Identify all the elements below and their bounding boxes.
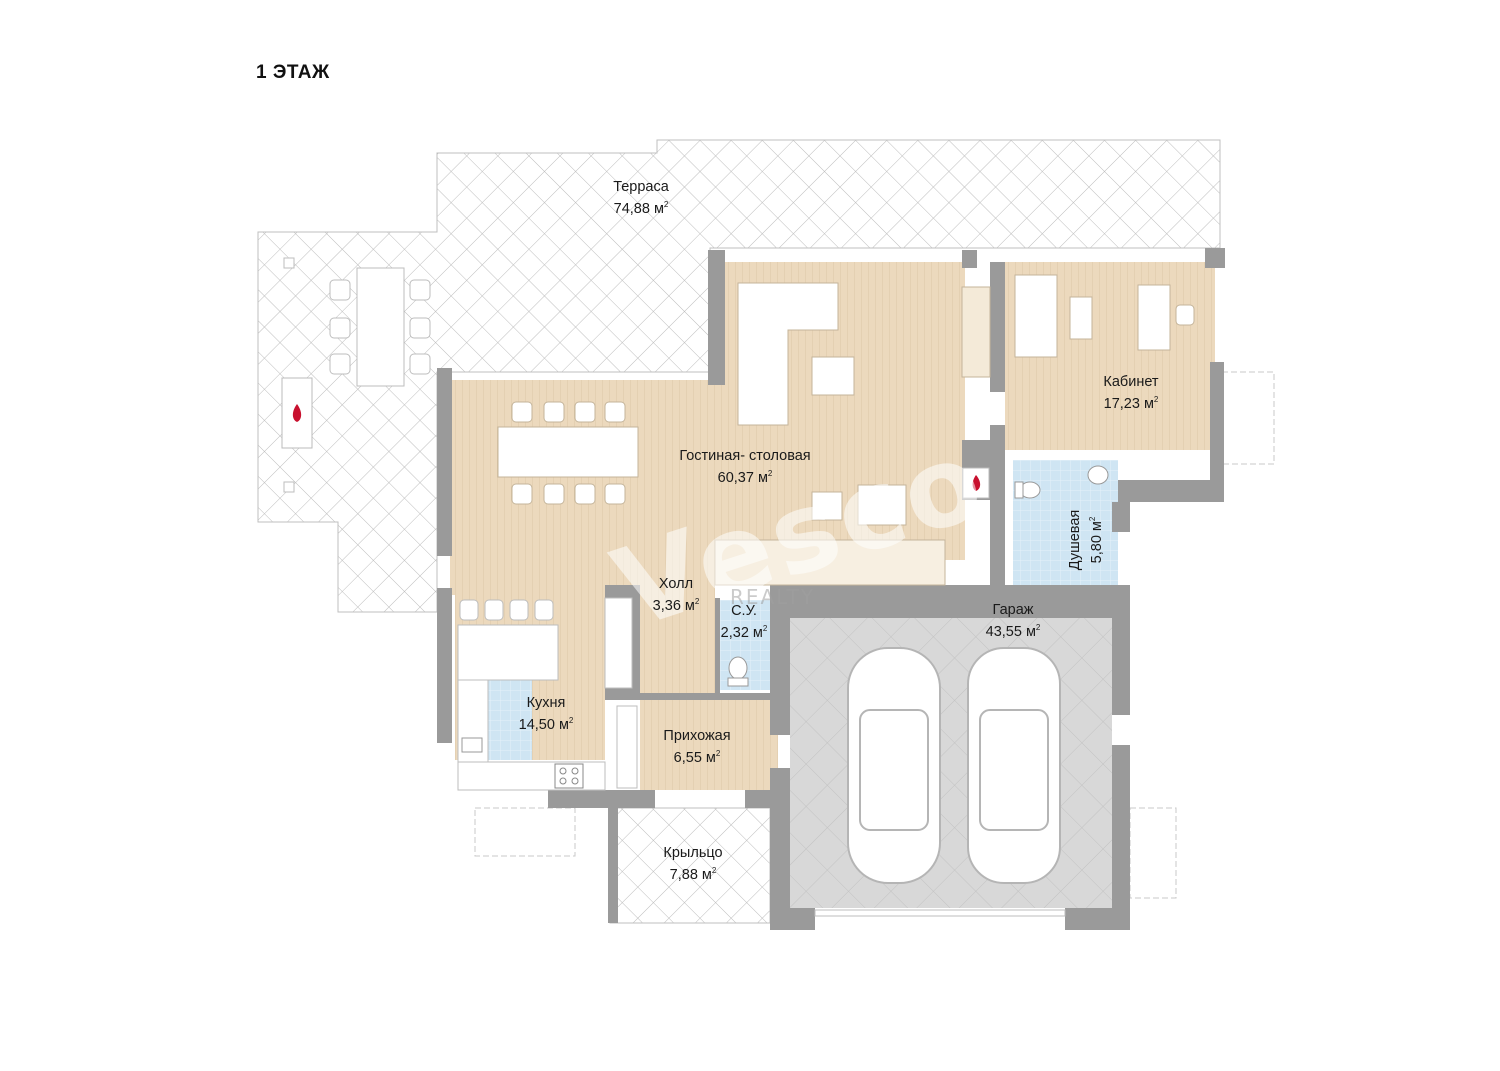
sink-icon (1087, 465, 1109, 485)
room-label-wc: С.У. 2,32 м2 (721, 602, 768, 642)
room-name: Крыльцо (663, 845, 723, 861)
room-label-shower: Душевая 5,80 м2 (1066, 510, 1106, 571)
car-icon (967, 647, 1061, 884)
kitchen-furniture (457, 599, 606, 791)
living-furniture (497, 282, 991, 586)
room-label-living: Гостиная- столовая 60,37 м2 (679, 447, 810, 487)
room-area: 74,88 м (613, 201, 664, 217)
room-name: Холл (658, 576, 694, 592)
watermark-sub: REALTY (730, 585, 816, 609)
room-area: 3,36 м (652, 598, 695, 614)
room-area: 2,32 м (720, 625, 763, 641)
fireplace-icon (281, 377, 313, 449)
room-name: Кабинет (1103, 374, 1159, 390)
room-label-porch: Крыльцо 7,88 м2 (663, 844, 722, 884)
room-label-garage: Гараж 43,55 м2 (986, 601, 1041, 641)
room-area: 14,50 м (518, 717, 569, 733)
room-name: Кухня (526, 695, 566, 711)
area-unit-sup: 2 (663, 200, 669, 209)
area-unit-sup: 2 (1088, 516, 1097, 522)
room-label-hall: Холл 3,36 м2 (653, 575, 700, 615)
area-unit-sup: 2 (715, 749, 721, 758)
fireplace-icon (962, 467, 990, 499)
floor-title: 1 ЭТАЖ (256, 62, 330, 83)
area-unit-sup: 2 (767, 469, 773, 478)
room-name: Душевая (1067, 509, 1083, 571)
hall-floor (640, 585, 715, 693)
garage-floor (790, 618, 1112, 908)
room-name: Гараж (992, 602, 1034, 618)
porch-area (609, 807, 771, 924)
room-area: 43,55 м (985, 624, 1036, 640)
room-name: Гостиная- столовая (679, 448, 811, 464)
wardrobe (604, 597, 638, 789)
garage-gate (814, 909, 1066, 917)
room-label-entrance: Прихожая 6,55 м2 (663, 727, 730, 767)
stove-icon (554, 763, 584, 789)
entrance-floor (640, 700, 778, 790)
car-icon (847, 647, 941, 884)
room-area: 5,80 м (1089, 521, 1105, 564)
area-unit-sup: 2 (568, 716, 574, 725)
room-area: 7,88 м (669, 867, 712, 883)
area-unit-sup: 2 (694, 597, 700, 606)
room-area: 17,23 м (1103, 396, 1154, 412)
toilet-icon (1014, 481, 1041, 499)
area-unit-sup: 2 (1035, 623, 1041, 632)
room-name: С.У. (731, 603, 757, 619)
room-label-terrace: Терраса 74,88 м2 (613, 178, 669, 218)
room-label-office: Кабинет 17,23 м2 (1103, 373, 1158, 413)
area-unit-sup: 2 (711, 866, 717, 875)
toilet-icon (727, 656, 749, 687)
room-name: Прихожая (663, 728, 731, 744)
area-unit-sup: 2 (1153, 395, 1159, 404)
sink-icon (461, 737, 483, 753)
office-furniture (1014, 274, 1195, 358)
room-area: 60,37 м (717, 470, 768, 486)
terrace-dining-table (283, 257, 431, 493)
room-name: Терраса (613, 179, 669, 195)
room-label-kitchen: Кухня 14,50 м2 (519, 694, 574, 734)
kitchen-tile (487, 680, 532, 760)
area-unit-sup: 2 (762, 624, 768, 633)
room-area: 6,55 м (673, 750, 716, 766)
